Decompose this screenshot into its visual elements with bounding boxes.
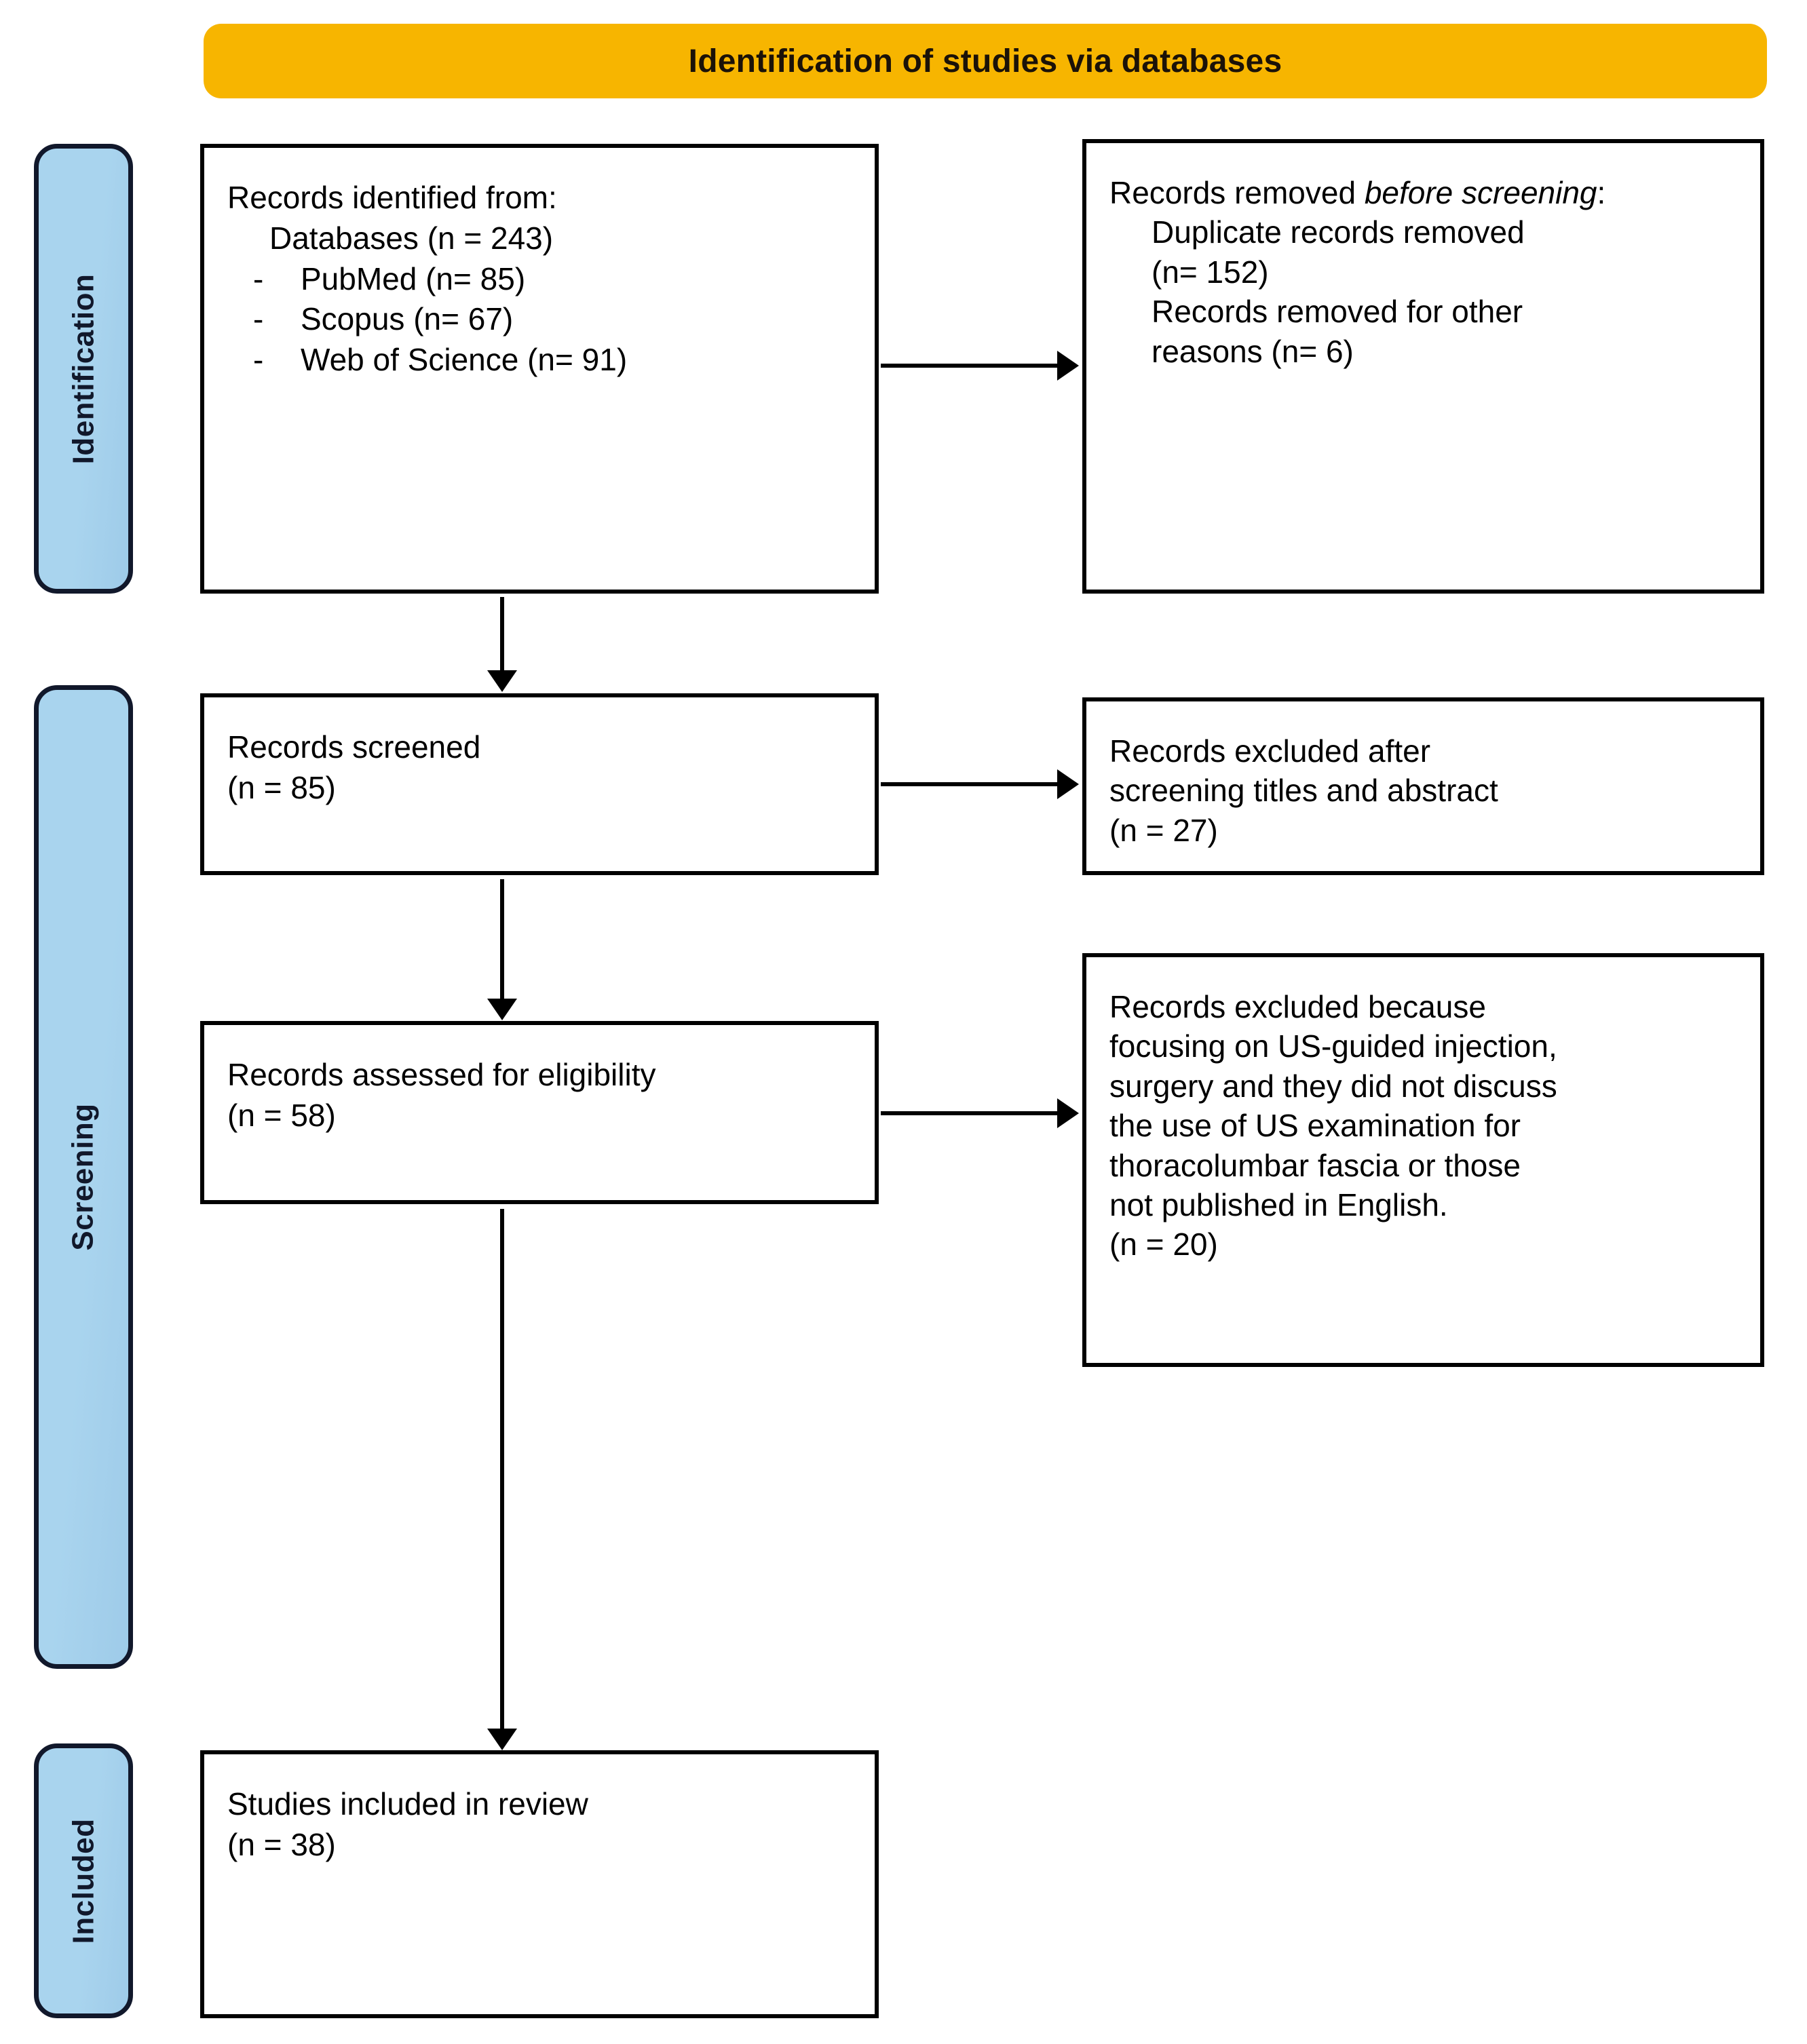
box-records-assessed-for-eligibility: Records assessed for eligibility (n = 58… xyxy=(200,1021,879,1204)
bullet-label: PubMed (n= 85) xyxy=(301,261,526,296)
box-studies-included-in-review: Studies included in review (n = 38) xyxy=(200,1750,879,2018)
box-records-excluded-after-screening: Records excluded after screening titles … xyxy=(1082,697,1764,875)
records-screened-text: Records screened (n = 85) xyxy=(227,729,481,805)
records-identified-databases: Databases (n = 243) xyxy=(269,220,554,256)
records-removed-heading-italic: before screening xyxy=(1364,175,1597,210)
excluded-eligibility-text: Records excluded because focusing on US-… xyxy=(1109,989,1557,1262)
records-assessed-text: Records assessed for eligibility (n = 58… xyxy=(227,1057,656,1133)
bullet-label: Scopus (n= 67) xyxy=(301,301,514,337)
records-identified-bullet-web-of-science: - Web of Science (n= 91) xyxy=(227,340,852,381)
arrow-identified-to-removed xyxy=(881,351,1079,381)
records-identified-bullet-pubmed: - PubMed (n= 85) xyxy=(227,259,852,300)
box-records-removed-before-screening: Records removed before screening: Duplic… xyxy=(1082,139,1764,594)
phase-header-identification: Identification of studies via databases xyxy=(204,24,1767,98)
bullet-dash: - xyxy=(253,301,264,337)
records-removed-heading-b: : xyxy=(1597,175,1606,210)
excluded-after-screening-text: Records excluded after screening titles … xyxy=(1109,733,1498,848)
bullet-dash: - xyxy=(253,261,264,296)
stage-bar-identification: Identification xyxy=(34,144,133,594)
box-records-screened: Records screened (n = 85) xyxy=(200,693,879,875)
bullet-label: Web of Science (n= 91) xyxy=(301,342,628,378)
arrow-screened-to-excluded xyxy=(881,769,1079,799)
records-identified-bullet-scopus: - Scopus (n= 67) xyxy=(227,299,852,340)
stage-bar-identification-label: Identification xyxy=(66,273,100,464)
arrow-assessed-to-excluded-eligibility xyxy=(881,1098,1079,1128)
records-removed-heading-a: Records removed xyxy=(1109,175,1365,210)
box-records-identified: Records identified from: Databases (n = … xyxy=(200,144,879,594)
records-removed-heading: Records removed before screening: xyxy=(1109,173,1737,212)
records-identified-line1: Records identified from: xyxy=(227,180,557,215)
records-removed-details: Duplicate records removed (n= 152) Recor… xyxy=(1152,214,1525,369)
bullet-dash: - xyxy=(253,342,264,378)
phase-header-label: Identification of studies via databases xyxy=(688,43,1282,79)
stage-bar-included: Included xyxy=(34,1743,133,2018)
stage-bar-included-label: Included xyxy=(66,1818,100,1944)
arrow-assessed-to-included xyxy=(487,1209,517,1750)
arrow-screened-to-assessed xyxy=(487,879,517,1020)
stage-bar-screening-label: Screening xyxy=(66,1103,100,1251)
arrow-identified-to-screened xyxy=(487,597,517,692)
studies-included-text: Studies included in review (n = 38) xyxy=(227,1786,588,1862)
stage-bar-screening: Screening xyxy=(34,685,133,1669)
box-records-excluded-eligibility-reasons: Records excluded because focusing on US-… xyxy=(1082,953,1764,1367)
